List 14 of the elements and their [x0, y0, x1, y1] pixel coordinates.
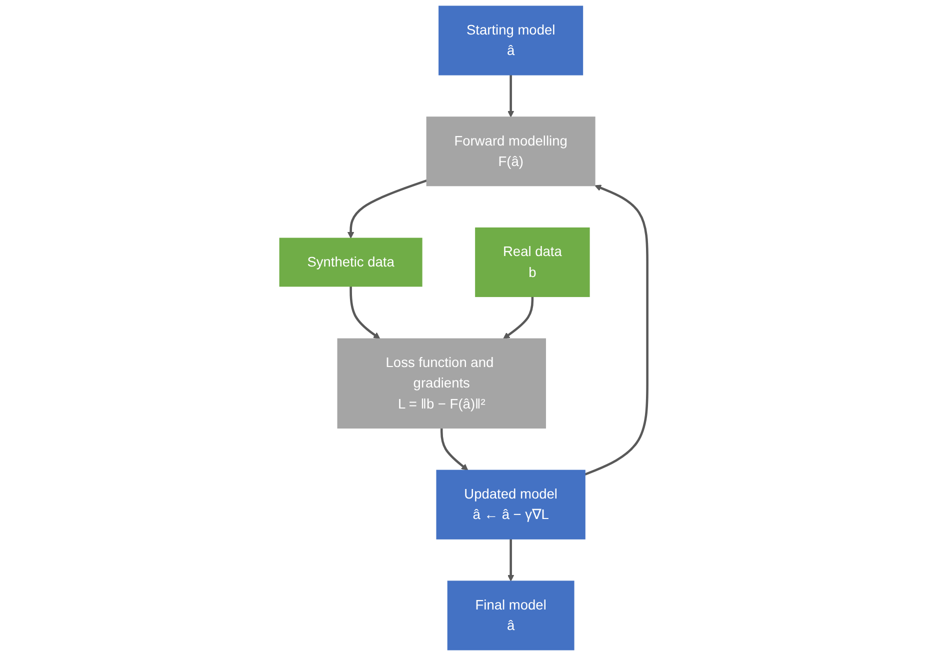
node-box: Synthetic data — [279, 238, 422, 287]
node-box: Loss function and gradients L = ‖b − F(â)‖² — [337, 338, 546, 429]
arrow — [507, 539, 514, 582]
arrow — [584, 184, 648, 476]
node-box: Real data b — [475, 227, 590, 298]
arrow — [347, 179, 428, 238]
arrow — [440, 428, 468, 471]
arrow — [503, 296, 534, 339]
node-box: Final model â — [447, 580, 574, 650]
node-box: Starting model â — [438, 6, 584, 76]
arrow — [507, 74, 514, 118]
node-box: Updated model â ← â − γ∇L — [436, 470, 586, 540]
node-box: Forward modelling F(â) — [426, 116, 596, 186]
arrow — [350, 286, 380, 339]
